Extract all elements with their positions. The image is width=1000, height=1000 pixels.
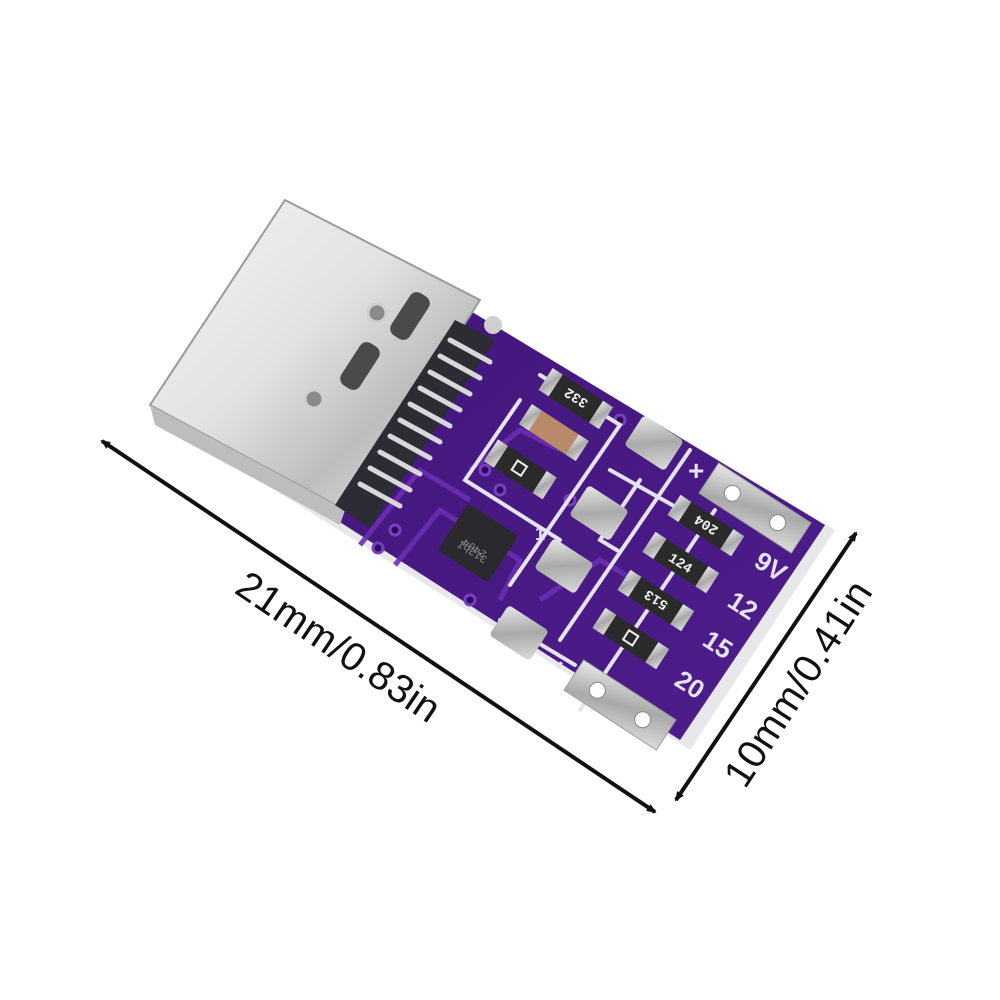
width-dimension-arrow bbox=[674, 531, 858, 802]
length-dimension-label: 21mm/0.83in bbox=[228, 563, 449, 732]
label-plus: + bbox=[688, 455, 704, 486]
pcb-module: 312bI 2404 332 bbox=[148, 198, 835, 751]
length-dimension-arrow bbox=[100, 439, 657, 814]
resistor-332: 332 bbox=[538, 368, 614, 430]
label-pin-one: 1 bbox=[535, 524, 545, 544]
